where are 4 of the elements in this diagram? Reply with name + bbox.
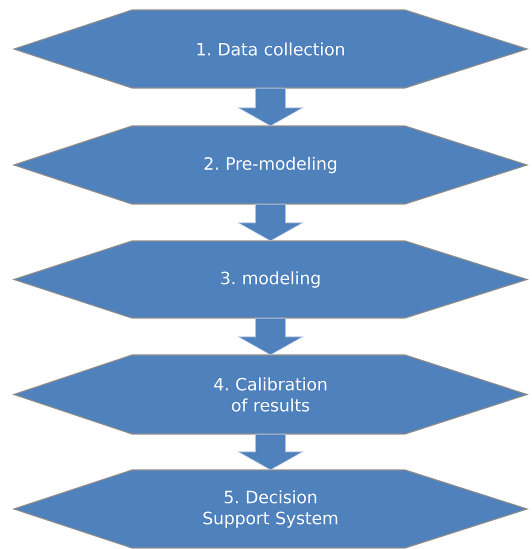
block-arrow — [236, 318, 304, 356]
block-arrow — [236, 204, 304, 242]
block-arrow — [236, 434, 304, 470]
block-arrow — [236, 88, 304, 126]
